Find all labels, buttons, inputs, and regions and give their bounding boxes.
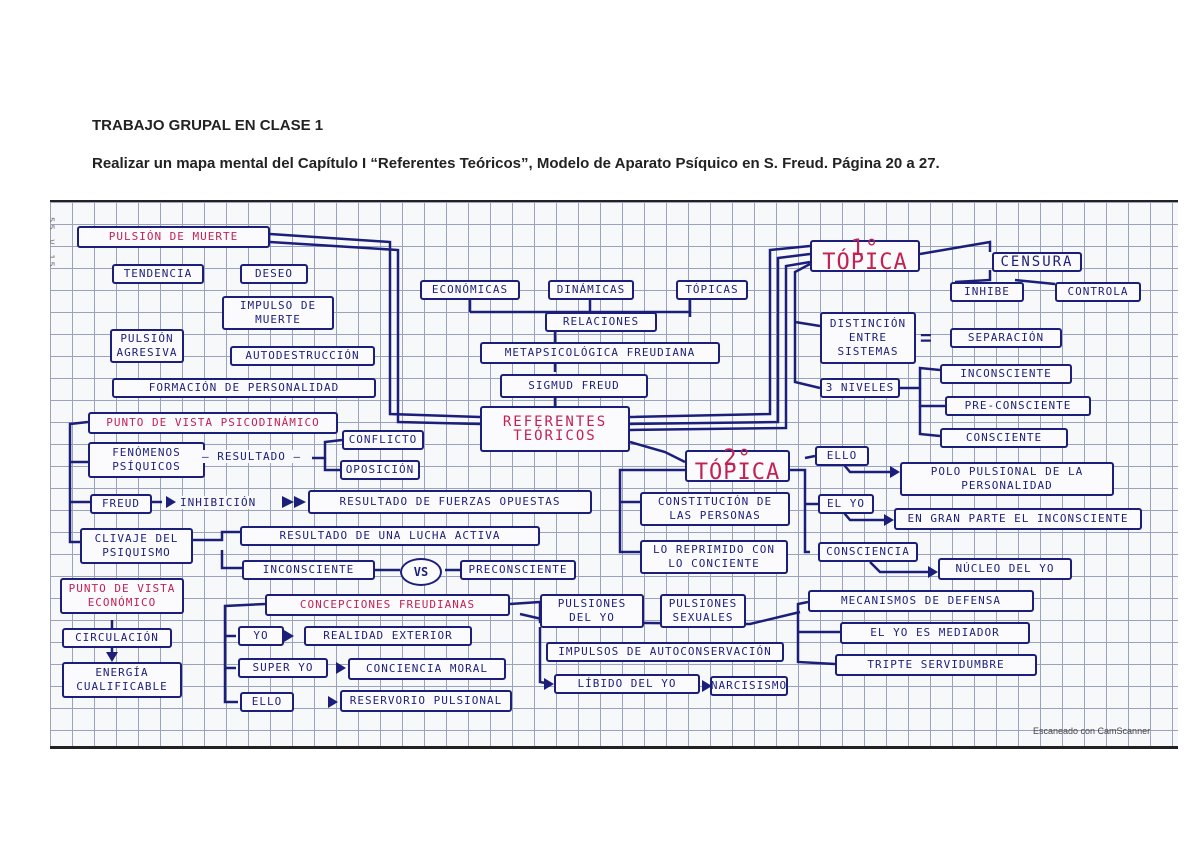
energia-cualificable-node: Energía cualificable xyxy=(62,662,182,698)
inhibe-node: Inhibe xyxy=(950,282,1024,302)
pulsion-agresiva-node: Pulsión agresiva xyxy=(110,329,184,363)
consciencia-node: Consciencia xyxy=(818,542,918,562)
punto-economico-node: Punto de vista económico xyxy=(60,578,184,614)
concepciones-freudianas-node: Concepciones freudianas xyxy=(265,594,510,616)
dinamicas-node: Dinámicas xyxy=(548,280,634,300)
ello-left-node: Ello xyxy=(240,692,294,712)
ello-right-node: Ello xyxy=(815,446,869,466)
polo-pulsional-node: Polo pulsional de la personalidad xyxy=(900,462,1114,496)
segunda-topica-node: 2° Tópica xyxy=(685,448,790,484)
punto-psicodinamico-node: Punto de vista psicodinámico xyxy=(88,412,338,434)
deseo-node: Deseo xyxy=(240,264,308,284)
preconsciente-left-node: Preconsciente xyxy=(460,560,576,580)
equals-sign: = xyxy=(920,328,932,350)
resultado-fuerzas-node: Resultado de fuerzas opuestas xyxy=(308,490,592,514)
circulacion-node: Circulación xyxy=(62,628,172,648)
pulsiones-sexuales-node: Pulsiones sexuales xyxy=(660,594,746,628)
oposicion-node: Oposición xyxy=(340,460,420,480)
reprimido-conciente-node: Lo reprimido con lo conciente xyxy=(640,540,788,574)
libido-yo-node: Líbido del yo xyxy=(554,674,700,694)
mecanismos-defensa-node: Mecanismos de defensa xyxy=(808,590,1034,612)
el-yo-node: El yo xyxy=(818,494,874,514)
clivaje-psiquismo-node: Clivaje del psiquismo xyxy=(80,528,193,564)
realidad-exterior-node: Realidad exterior xyxy=(304,626,472,646)
distincion-sistemas-node: Distinción entre sistemas xyxy=(820,312,916,364)
economicas-node: Económicas xyxy=(420,280,520,300)
scanner-watermark: Escaneado con CamScanner xyxy=(1033,726,1151,736)
inconsciente-left-node: Inconsciente xyxy=(242,560,375,580)
vs-circle: VS xyxy=(400,558,442,586)
nucleo-yo-node: Núcleo del yo xyxy=(938,558,1072,580)
referentes-teoricos-node: Referentes teóricos xyxy=(480,406,630,452)
pulsiones-yo-node: Pulsiones del yo xyxy=(540,594,644,628)
yo-node: Yo xyxy=(238,626,284,646)
sigmud-freud-node: Sigmud Freud xyxy=(500,374,648,398)
controla-node: Controla xyxy=(1055,282,1141,302)
inconsciente-right-node: Inconsciente xyxy=(940,364,1072,384)
impulso-muerte-node: Impulso de muerte xyxy=(222,296,334,330)
censura-node: Censura xyxy=(992,252,1082,272)
resultado-lucha-node: Resultado de una lucha activa xyxy=(240,526,540,546)
topicas-node: Tópicas xyxy=(676,280,748,300)
tendencia-node: Tendencia xyxy=(112,264,204,284)
freud-node: Freud xyxy=(90,494,152,514)
document-heading: TRABAJO GRUPAL EN CLASE 1 xyxy=(92,117,324,134)
autodestruccion-node: Autodestrucción xyxy=(230,346,375,366)
inhibicion-label: Inhibición xyxy=(178,496,259,509)
triple-servidumbre-node: Tripte servidumbre xyxy=(835,654,1037,676)
fenomenos-psiquicos-node: Fenómenos psíquicos xyxy=(88,442,205,478)
conciencia-moral-node: Conciencia moral xyxy=(348,658,506,680)
narcisismo-node: Narcisismo xyxy=(710,676,788,696)
yo-mediador-node: El yo es mediador xyxy=(840,622,1030,644)
conflicto-node: Conflicto xyxy=(342,430,424,450)
mind-map-sheet: 55 V 15 xyxy=(50,200,1178,749)
preconsciente-right-node: Pre-consciente xyxy=(945,396,1091,416)
metapsicologica-freudiana-node: Metapsicológica freudiana xyxy=(480,342,720,364)
gran-parte-inconsciente-node: En gran parte el inconsciente xyxy=(894,508,1142,530)
pulsion-muerte-node: Pulsión de muerte xyxy=(77,226,270,248)
impulsos-autoconservacion-node: Impulsos de autoconservación xyxy=(546,642,784,662)
formacion-personalidad-node: Formación de personalidad xyxy=(112,378,376,398)
consciente-node: Consciente xyxy=(940,428,1068,448)
document-instructions: Realizar un mapa mental del Capítulo I “… xyxy=(92,155,940,172)
separacion-node: Separación xyxy=(950,328,1062,348)
reservorio-pulsional-node: Reservorio pulsional xyxy=(340,690,512,712)
resultado-label: — Resultado — xyxy=(200,450,304,463)
tres-niveles-node: 3 niveles xyxy=(820,378,900,398)
relaciones-node: Relaciones xyxy=(545,312,657,332)
constitucion-personas-node: Constitución de las personas xyxy=(640,492,790,526)
super-yo-node: Super yo xyxy=(238,658,328,678)
primera-topica-node: 1° Tópica xyxy=(810,238,920,274)
